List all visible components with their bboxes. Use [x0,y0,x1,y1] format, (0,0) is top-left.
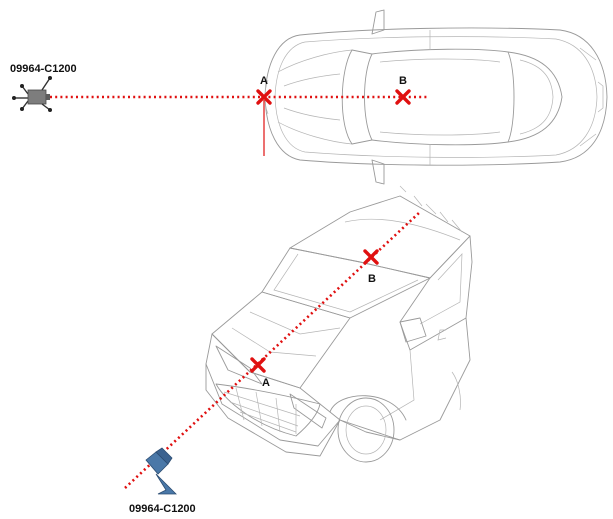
iso-view-marker-a [250,357,266,373]
iso-view-point-b-label: B [368,273,376,285]
top-view-marker-b [395,89,411,105]
iso-view-point-a-label: A [262,377,270,389]
iso-view-marker-b [363,249,379,265]
top-view-point-a-label: A [260,75,268,87]
iso-view-laser-tool-icon [145,447,177,495]
top-view-laser-tool-icon [12,76,52,112]
iso-view-car [205,185,473,463]
iso-view-tool-label: 09964-C1200 [129,503,196,515]
top-view-car [264,9,608,185]
top-view-point-b-label: B [399,75,407,87]
top-view-marker-a [256,89,272,105]
top-view-tool-label: 09964-C1200 [10,63,77,75]
